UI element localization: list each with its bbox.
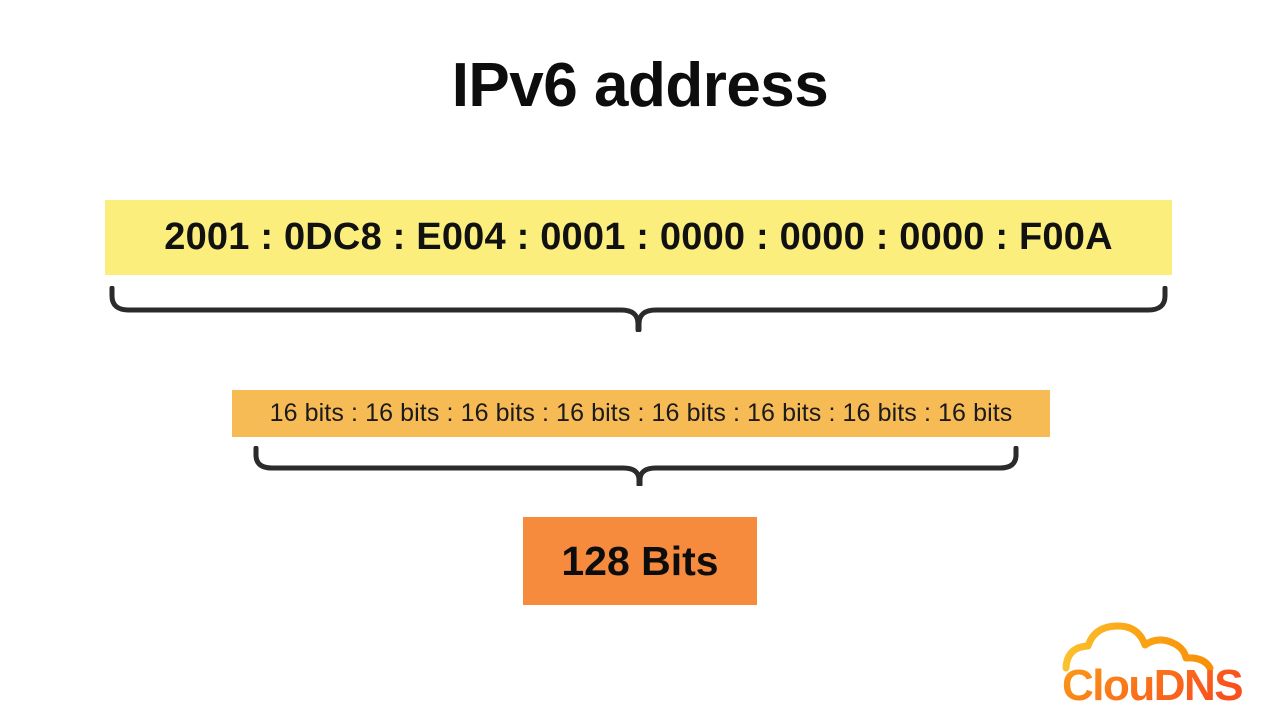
ipv6-address-value: 2001 : 0DC8 : E004 : 0001 : 0000 : 0000 … <box>164 216 1113 258</box>
total-bits-label: 128 Bits <box>561 537 719 584</box>
ipv6-address-bar: 2001 : 0DC8 : E004 : 0001 : 0000 : 0000 … <box>105 200 1172 275</box>
bits-segments-bar: 16 bits : 16 bits : 16 bits : 16 bits : … <box>232 390 1050 437</box>
cloud-icon <box>1062 622 1214 672</box>
cloudns-wordmark: ClouDNS <box>1062 661 1242 706</box>
brace-bits-to-total <box>250 446 1022 486</box>
cloudns-logo: ClouDNS <box>1058 620 1254 706</box>
total-bits-box: 128 Bits <box>523 517 757 605</box>
bits-segments-value: 16 bits : 16 bits : 16 bits : 16 bits : … <box>269 399 1013 427</box>
page-title: IPv6 address <box>451 51 829 120</box>
brace-address-to-bits <box>105 286 1172 332</box>
